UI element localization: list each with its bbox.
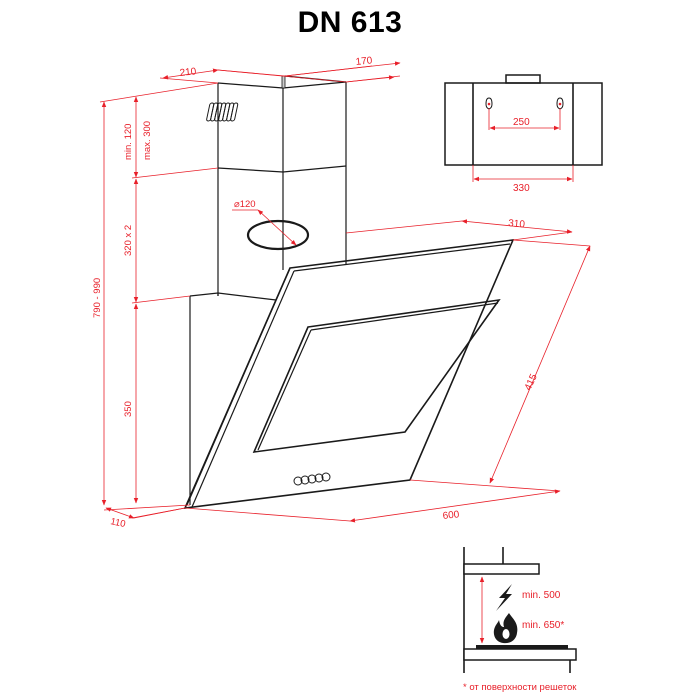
- chimney-sections-label: 320 x 2: [123, 225, 134, 256]
- mount-bracket-view: [444, 74, 603, 182]
- bracket-width-label: 330: [513, 183, 530, 194]
- glass-depth-label: 310: [508, 218, 526, 230]
- model-title: DN 613: [297, 6, 403, 39]
- vent-grille-icon: [206, 102, 239, 122]
- control-button-icon: [321, 472, 331, 482]
- outlet-diameter-label: ⌀120: [234, 199, 256, 210]
- chimney-min-label: min. 120: [123, 124, 134, 160]
- control-button-icon: [307, 474, 317, 484]
- air-outlet-circle: ⌀120: [232, 199, 310, 251]
- hood-outline: [183, 75, 515, 509]
- footnote-text: * от поверхности решеток: [463, 682, 577, 693]
- flame-icon: [493, 613, 518, 644]
- gas-min-distance-label: min. 650*: [522, 620, 564, 631]
- glass-length-label: 415: [523, 372, 540, 392]
- hole-spacing-label: 250: [513, 117, 530, 128]
- dimension-lines: [99, 61, 591, 523]
- body-height-label: 350: [123, 401, 134, 417]
- total-height-label: 790 - 990: [92, 278, 103, 318]
- control-button-icon: [293, 476, 303, 486]
- bottom-depth-label: 110: [109, 516, 126, 530]
- installation-distance-view: [463, 547, 577, 673]
- body-width-label: 600: [442, 509, 460, 522]
- chimney-depth-label: 170: [355, 55, 373, 68]
- control-button-icon: [300, 475, 310, 485]
- control-buttons: [293, 472, 331, 486]
- chimney-width-label: 210: [179, 66, 197, 79]
- control-button-icon: [314, 473, 324, 483]
- chimney-max-label: max. 300: [142, 121, 153, 160]
- lightning-icon: [496, 584, 512, 611]
- electric-min-distance-label: min. 500: [522, 590, 561, 601]
